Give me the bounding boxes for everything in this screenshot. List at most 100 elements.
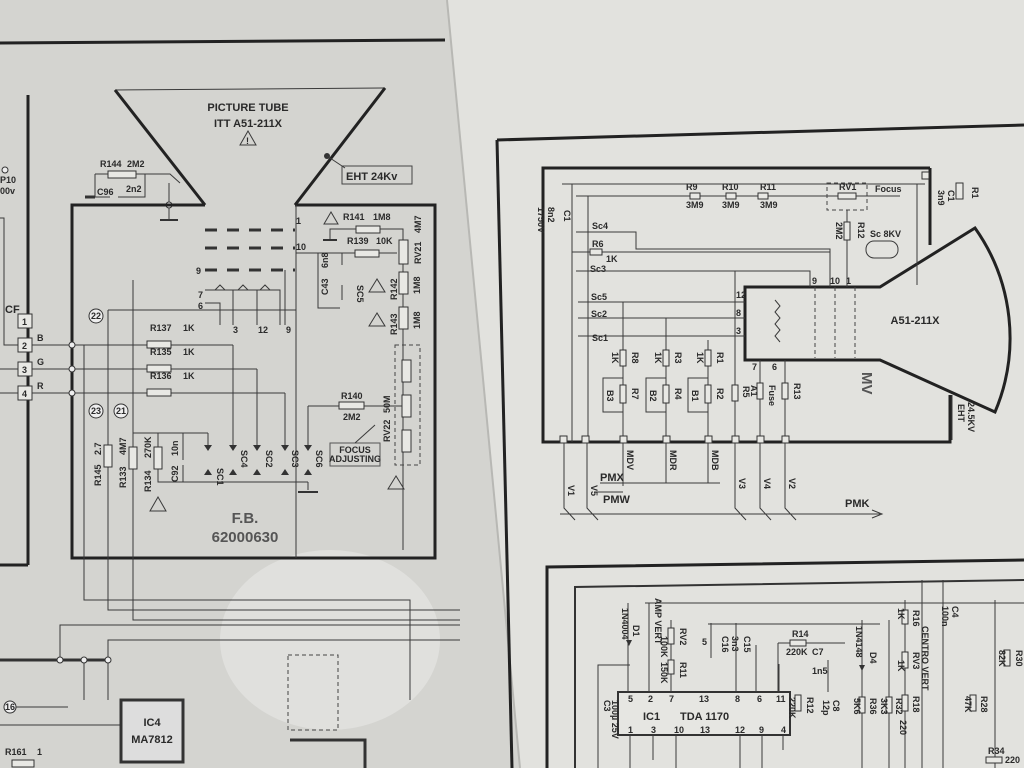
tube-pin: 9: [286, 325, 291, 335]
vertical-board-outline: [545, 558, 1024, 768]
c92-value: 10n: [170, 440, 180, 456]
r143-resistor: [398, 306, 409, 330]
r4-label: R4: [673, 388, 683, 400]
r144-label: R144: [100, 159, 122, 169]
r6-label: R6: [592, 239, 604, 249]
r28-resistor: [969, 694, 977, 712]
fb-board-outline: [70, 203, 437, 560]
svg-text:8: 8: [735, 694, 740, 704]
r135-resistor: [146, 364, 172, 373]
ic1-label: IC1: [643, 711, 660, 723]
r137-resistor: [146, 340, 172, 349]
r18-value: 220: [898, 720, 908, 735]
r141-label: R141: [343, 212, 365, 222]
v1-label: V1: [566, 485, 576, 496]
rv2-label: RV2: [678, 628, 688, 645]
r5-resistor: [731, 384, 739, 402]
tube-pin: 3: [233, 325, 238, 335]
pmw-label: PMW: [603, 494, 631, 506]
fuse-a1: [756, 382, 764, 400]
rv3-label: RV3: [911, 652, 921, 669]
r7-label: R7: [630, 388, 640, 400]
board-number: 62000630: [212, 529, 279, 546]
spark-gaps: [204, 345, 312, 475]
svg-text:4: 4: [22, 389, 27, 399]
b1-label: B1: [690, 390, 700, 402]
eht-box: [341, 165, 413, 185]
sc4-label: Sc4: [592, 221, 608, 231]
r145-resistor: [103, 444, 113, 468]
coils: [602, 377, 708, 413]
r16-resistor: [901, 609, 909, 625]
r32-value: 3K3: [879, 698, 889, 715]
tube-pin: 1: [296, 216, 301, 226]
tube-pin: 10: [296, 242, 306, 252]
tube-pin: 6: [198, 301, 203, 311]
svg-text:23: 23: [91, 406, 101, 416]
r14-label: R14: [792, 629, 809, 639]
r2-resistor: [704, 384, 712, 404]
svg-text:5: 5: [628, 694, 633, 704]
crt-tube-outline: [743, 225, 1012, 415]
warning-triangle-icon: [387, 475, 405, 490]
tube-pin: 1: [846, 276, 851, 286]
warning-triangle-icon: [368, 312, 386, 327]
sc2-label: Sc2: [591, 309, 607, 319]
r12v-value: 220K: [787, 697, 797, 719]
c3-value: 100µ 25V: [610, 700, 620, 739]
tube-model-label: A51-211X: [891, 315, 941, 327]
svg-text:1: 1: [22, 317, 27, 327]
svg-text:!: !: [246, 136, 249, 146]
rv22-label: RV22: [382, 420, 392, 442]
r7-resistor: [619, 384, 627, 404]
focus-adjusting-label: FOCUS: [339, 445, 371, 455]
r139-value: 10K: [376, 236, 393, 246]
r11-label: R11: [760, 182, 776, 192]
r36-value: 5K6: [852, 698, 862, 715]
svg-text:12: 12: [735, 725, 745, 735]
r34-label: R34: [988, 746, 1005, 756]
picture-tube-outline: [114, 87, 386, 91]
sc3-label: Sc3: [590, 264, 606, 274]
r13-label: R13: [792, 383, 802, 400]
faded-block: [287, 654, 339, 731]
r12v-resistor: [794, 694, 802, 712]
signal-b: B: [37, 333, 44, 343]
d1-diode: [626, 640, 632, 646]
svg-text:11: 11: [776, 694, 786, 704]
node-23: 23: [88, 403, 104, 419]
r9-value: 3M9: [686, 200, 704, 210]
r137-value: 1K: [183, 323, 195, 333]
cathode-filaments: [774, 299, 781, 343]
c1b-value: 3n9: [936, 190, 946, 206]
tube-pin: 9: [812, 276, 817, 286]
svg-text:4: 4: [781, 725, 786, 735]
r2-label: R2: [715, 388, 725, 400]
r32-label: R32: [894, 698, 904, 715]
svg-text:6: 6: [757, 694, 762, 704]
cf-label: CF: [5, 304, 20, 316]
r1b-label: R1: [970, 187, 980, 199]
c1-label: C1: [562, 210, 572, 222]
r144-resistor: [107, 170, 137, 179]
r144-value: 2M2: [127, 159, 145, 169]
r28-label: R28: [979, 696, 989, 713]
svg-text:21: 21: [116, 406, 126, 416]
r30-label: R30: [1014, 650, 1024, 667]
svg-text:13: 13: [699, 694, 709, 704]
node-16: 16: [3, 700, 17, 714]
c15-label: C15: [742, 636, 752, 653]
r143-label: R143: [389, 313, 399, 335]
r16-value: 1K: [896, 608, 906, 620]
p10-label: P10: [0, 175, 16, 185]
c16-value: 5: [702, 637, 707, 647]
b2-label: B2: [648, 390, 658, 402]
r3-label: R3: [673, 352, 683, 364]
svg-text:22: 22: [91, 311, 101, 321]
r12-value: 2M2: [834, 222, 844, 240]
c96-label: C96: [97, 187, 114, 197]
r133-value: 4M7: [118, 437, 128, 455]
r145-value: 2.7: [93, 442, 103, 455]
r6-value: 1K: [606, 254, 618, 264]
